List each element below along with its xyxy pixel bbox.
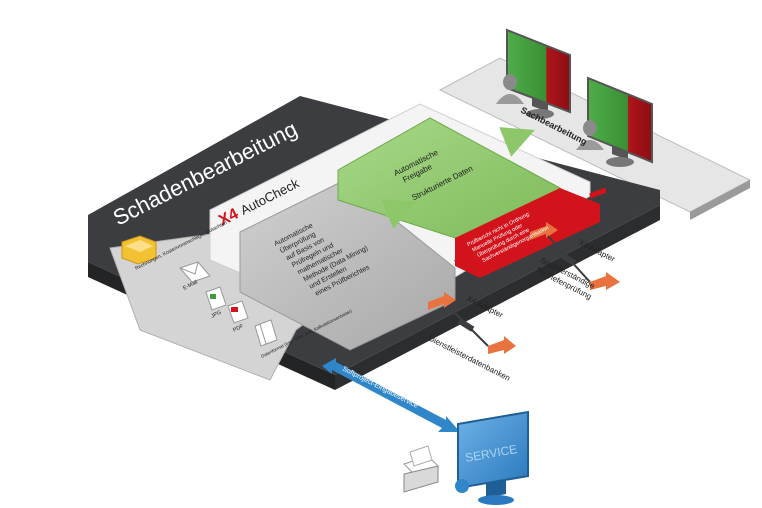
service-arrow — [322, 358, 460, 432]
manual-review-box — [455, 188, 600, 278]
jpg-file-icon — [205, 286, 227, 311]
envelope-icon — [179, 261, 211, 283]
service-arrow-label: Softproject-Eingabeservice — [341, 366, 419, 410]
monitor-1 — [496, 28, 571, 119]
person-icon — [455, 479, 469, 493]
flow-arrow-4 — [589, 187, 607, 199]
flow-arrow-2 — [499, 127, 535, 157]
provider-db-label: Dienstleisterdatenbanken — [427, 334, 512, 383]
service-monitor — [455, 410, 529, 505]
adapter-right-arrows — [530, 222, 620, 290]
adapter-lower-arrows — [428, 292, 516, 354]
pdf-file-icon — [227, 300, 249, 324]
printer-icon — [403, 445, 439, 493]
main-frame-side-right — [335, 205, 660, 390]
input-label-jpg: JPG — [210, 310, 222, 320]
sachbearbeitung-platform-edge — [690, 180, 750, 220]
input-label-pdf: PDF — [232, 323, 245, 334]
monitor-2 — [576, 76, 653, 167]
data-file-icon — [254, 319, 278, 347]
person-icon — [583, 120, 597, 136]
flow-arrow-3 — [454, 254, 469, 264]
folder-icon — [121, 235, 157, 265]
person-icon — [503, 74, 517, 90]
flow-arrow-1 — [381, 199, 417, 229]
